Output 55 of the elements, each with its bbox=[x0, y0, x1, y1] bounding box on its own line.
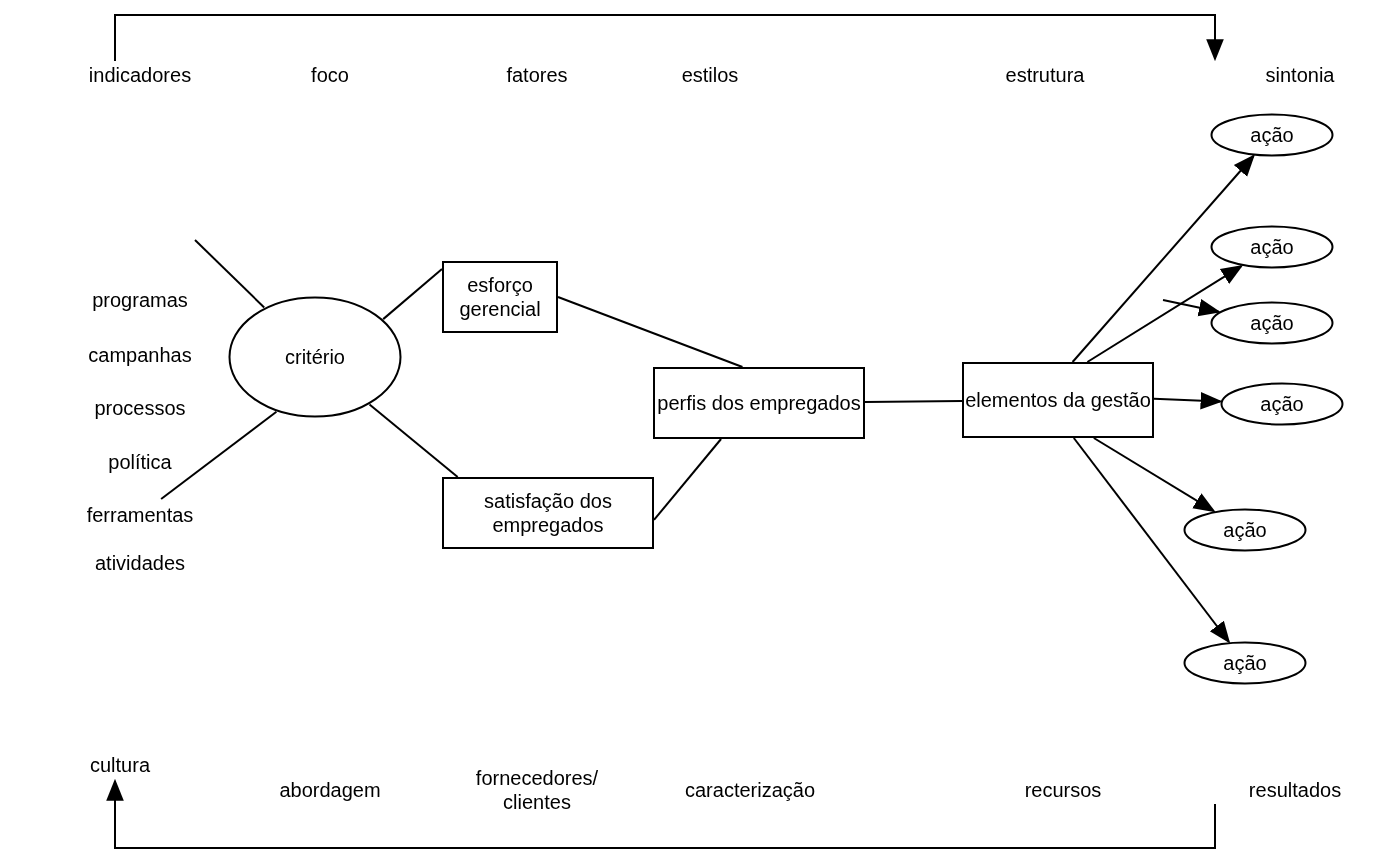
text-label: fatores bbox=[506, 63, 568, 87]
ellipse-node bbox=[1183, 641, 1307, 685]
text-label: caracterização bbox=[684, 778, 816, 802]
box-label: elementos da gestão bbox=[965, 388, 1151, 412]
connector-line bbox=[160, 410, 278, 500]
ellipse-label: ação bbox=[1223, 518, 1267, 542]
connector-line bbox=[1072, 437, 1231, 644]
process-box bbox=[442, 261, 558, 333]
ellipse-label: ação bbox=[1250, 311, 1294, 335]
box-label: satisfação dos empregados bbox=[483, 489, 613, 537]
connector-line bbox=[864, 399, 963, 403]
connector-line bbox=[194, 239, 266, 309]
text-label: política bbox=[108, 450, 172, 474]
text-label: atividades bbox=[94, 551, 186, 575]
text-label: processos bbox=[94, 396, 186, 420]
flow-label: sintonia bbox=[1265, 63, 1335, 87]
text-label: estilos bbox=[681, 63, 739, 87]
connector-line bbox=[1162, 299, 1221, 317]
connector-line bbox=[653, 438, 723, 521]
ellipse-label: ação bbox=[1250, 235, 1294, 259]
connector-line bbox=[1092, 437, 1216, 513]
box-label: perfis dos empregados bbox=[657, 391, 861, 415]
ellipse-node bbox=[1210, 301, 1334, 345]
connector-line bbox=[1153, 391, 1223, 410]
flow-label: cultura bbox=[90, 753, 150, 777]
connector-line bbox=[1071, 154, 1255, 363]
text-label: estrutura bbox=[1005, 63, 1085, 87]
flow-label: indicadores bbox=[88, 63, 192, 87]
text-label: programas bbox=[92, 288, 188, 312]
ellipse-node bbox=[1210, 225, 1334, 269]
connector-line bbox=[382, 267, 443, 321]
connector-line bbox=[368, 403, 459, 478]
text-label: abordagem bbox=[279, 778, 381, 802]
ellipse-label: ação bbox=[1223, 651, 1267, 675]
ellipse-label: ação bbox=[1260, 392, 1304, 416]
text-label: campanhas bbox=[88, 343, 192, 367]
text-label: recursos bbox=[1024, 778, 1102, 802]
process-box bbox=[442, 477, 654, 549]
flow-label: ferramentas bbox=[86, 503, 194, 527]
process-box bbox=[962, 362, 1154, 438]
connector-line bbox=[106, 778, 1216, 849]
text-label: fornecedores/ clientes bbox=[474, 766, 600, 814]
ellipse-label: critério bbox=[285, 345, 345, 369]
ellipse-node bbox=[228, 296, 402, 418]
connector-line bbox=[114, 14, 1224, 62]
ellipse-label: ação bbox=[1250, 123, 1294, 147]
flow-label: resultados bbox=[1248, 778, 1342, 802]
ellipse-node bbox=[1210, 113, 1334, 157]
connector-line bbox=[1086, 264, 1244, 363]
text-label: foco bbox=[311, 63, 349, 87]
box-label: esforço gerencial bbox=[458, 273, 542, 321]
ellipse-node bbox=[1220, 382, 1344, 426]
ellipse-node bbox=[1183, 508, 1307, 552]
connector-line bbox=[557, 296, 744, 368]
process-box bbox=[653, 367, 865, 439]
